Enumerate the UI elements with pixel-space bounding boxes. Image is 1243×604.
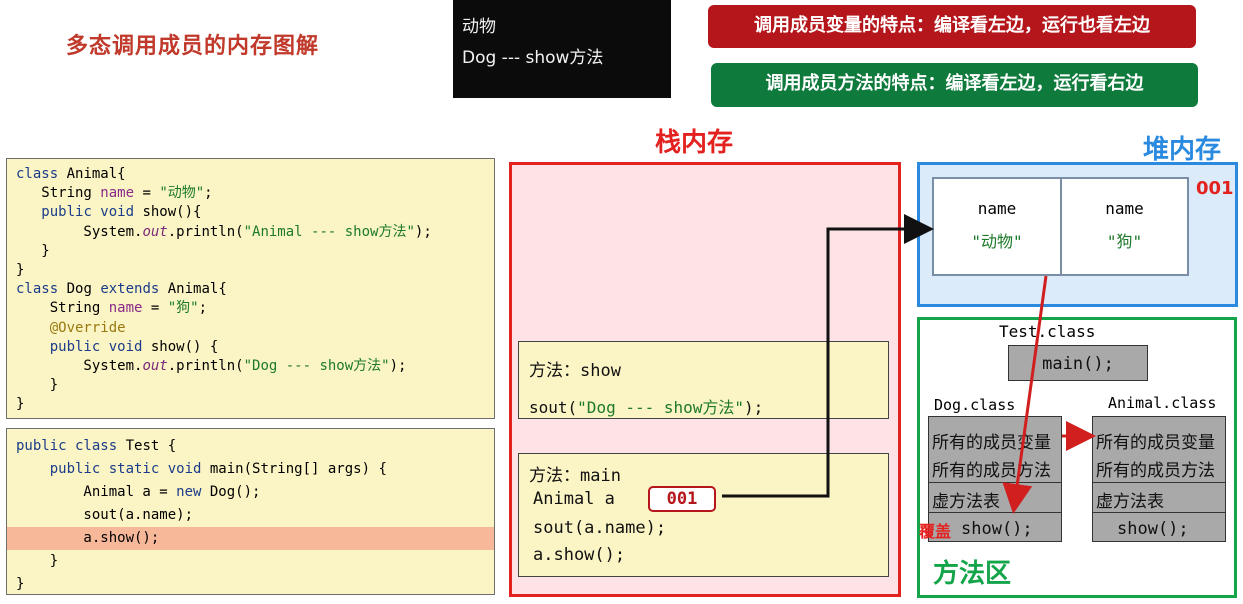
code-line: public static void main(String[] args) { <box>49 461 387 477</box>
console-line: Dog --- show方法 <box>462 48 604 68</box>
animal-methods: 所有的成员方法 <box>1096 461 1215 481</box>
frame-show-title: 方法：show <box>529 361 621 381</box>
code-line: } <box>16 396 25 413</box>
stack-to-heap-arrow <box>722 214 934 498</box>
override-label: 覆盖 <box>919 522 952 541</box>
heap-heading: 堆内存 <box>1143 135 1222 165</box>
animal-class-box: 所有的成员变量 所有的成员方法 虚方法表 show(); <box>1092 416 1226 542</box>
reference-address: 001 <box>648 486 716 512</box>
code-line: Animal a = new Dog(); <box>16 484 261 500</box>
code-line-highlighted: a.show(); <box>7 527 494 550</box>
code-line: } <box>16 261 25 278</box>
test-class-label: Test.class <box>999 322 1096 341</box>
page-title: 多态调用成员的内存图解 <box>66 34 320 59</box>
heap-to-dog-vtable-arrow <box>1002 275 1048 514</box>
dog-vtable: 虚方法表 <box>932 492 1000 512</box>
code-line: } <box>16 576 25 592</box>
code-line: @Override <box>49 319 126 336</box>
field-name: name <box>977 199 1017 218</box>
code-line: System.out.println("Animal --- show方法"); <box>16 223 432 240</box>
code-line: public class Test { <box>16 438 177 454</box>
field-value: "动物" <box>971 232 1023 251</box>
heap-field-dog-name: name "狗" <box>1060 177 1189 276</box>
animal-class-label: Animal.class <box>1108 394 1217 412</box>
console-output: 动物 Dog --- show方法 <box>453 0 671 98</box>
dog-class-label: Dog.class <box>934 396 1016 414</box>
code-line: String name = "动物"; <box>16 185 213 202</box>
stack-frame-main: 方法：main Animal a 001 sout(a.name); a.sho… <box>518 453 889 577</box>
code-line: } <box>16 553 59 569</box>
frame-main-var: Animal a <box>533 489 615 509</box>
method-area-heading: 方法区 <box>933 559 1012 589</box>
field-value: "狗" <box>1106 232 1143 251</box>
animal-show: show(); <box>1117 519 1189 539</box>
code-line: sout(a.name); <box>16 507 194 523</box>
member-variable-rule-banner: 调用成员变量的特点：编译看左边，运行也看左边 <box>708 5 1196 48</box>
frame-main-line: sout(a.name); <box>533 518 667 538</box>
code-line: public void show(){ <box>41 204 202 221</box>
console-line: 动物 <box>462 17 496 37</box>
member-method-rule-banner: 调用成员方法的特点：编译看左边，运行看右边 <box>711 63 1198 107</box>
code-line: String name = "狗"; <box>16 300 208 317</box>
code-line: System.out.println("Dog --- show方法"); <box>16 357 407 374</box>
heap-address: 001 <box>1196 178 1234 199</box>
code-block-classes: class Animal{ String name = "动物"; public… <box>6 158 495 419</box>
code-line: } <box>16 242 50 259</box>
frame-show-line: sout("Dog --- show方法"); <box>529 398 764 417</box>
animal-vars: 所有的成员变量 <box>1096 433 1215 453</box>
code-line: class Dog extends Animal{ <box>16 281 227 298</box>
field-name: name <box>1105 199 1144 218</box>
code-line: public void show() { <box>49 338 219 355</box>
code-block-test: public class Test { public static void m… <box>6 428 495 595</box>
frame-main-line: a.show(); <box>533 545 626 565</box>
stack-heading: 栈内存 <box>655 128 734 158</box>
code-line: class Animal{ <box>16 166 126 182</box>
frame-main-title: 方法：main <box>529 466 621 486</box>
code-line: } <box>16 377 59 394</box>
dog-show: show(); <box>961 519 1033 539</box>
animal-vtable: 虚方法表 <box>1096 492 1164 512</box>
